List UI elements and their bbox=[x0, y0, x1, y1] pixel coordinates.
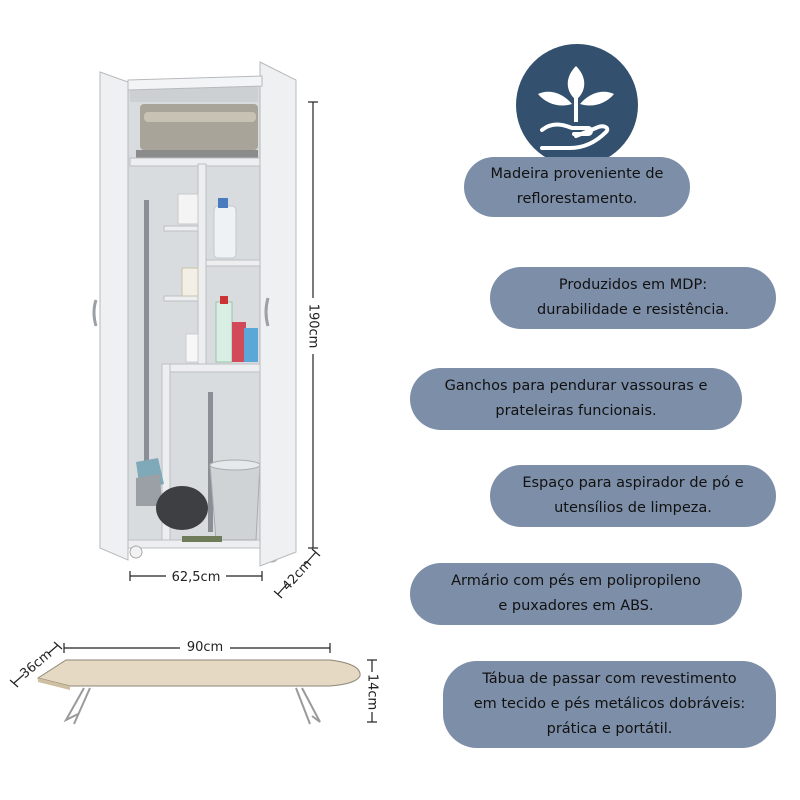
feature-line: utensílios de limpeza. bbox=[554, 500, 712, 516]
feature-line: durabilidade e resistência. bbox=[537, 302, 729, 318]
board-height-label: 14cm bbox=[365, 674, 380, 710]
feature-line: prática e portátil. bbox=[546, 721, 673, 737]
ironing-board-illustration bbox=[36, 659, 361, 725]
cabinet-illustration bbox=[92, 61, 297, 567]
feature-line: prateleiras funcionais. bbox=[495, 403, 657, 419]
feature-line: Madeira proveniente de bbox=[490, 166, 664, 182]
feature-mdp: Produzidos em MDP: durabilidade e resistê… bbox=[490, 267, 776, 329]
feature-line: e puxadores em ABS. bbox=[498, 598, 654, 614]
board-length-label: 90cm bbox=[187, 640, 223, 655]
feature-feet-handles: Armário com pés em polipropileno e puxado… bbox=[410, 563, 742, 625]
feature-line: Espaço para aspirador de pó e bbox=[522, 475, 744, 491]
feature-line: Produzidos em MDP: bbox=[558, 277, 708, 293]
feature-line: reflorestamento. bbox=[516, 191, 638, 207]
sustainable-plant-hand-icon bbox=[516, 44, 638, 166]
feature-line: Ganchos para pendurar vassouras e bbox=[444, 378, 708, 394]
feature-hooks-shelves: Ganchos para pendurar vassouras e pratele… bbox=[410, 368, 742, 430]
feature-line: em tecido e pés metálicos dobráveis: bbox=[473, 696, 746, 712]
feature-ironing-board: Tábua de passar com revestimento em tecid… bbox=[443, 661, 776, 748]
cabinet-height-label: 190cm bbox=[306, 304, 321, 349]
feature-line: Armário com pés em polipropileno bbox=[451, 573, 701, 589]
feature-vacuum-space: Espaço para aspirador de pó e utensílios … bbox=[490, 465, 776, 527]
cabinet-width-label: 62,5cm bbox=[172, 570, 221, 585]
feature-line: Tábua de passar com revestimento bbox=[482, 671, 737, 687]
feature-reforestation: Madeira proveniente de reflorestamento. bbox=[464, 157, 690, 217]
